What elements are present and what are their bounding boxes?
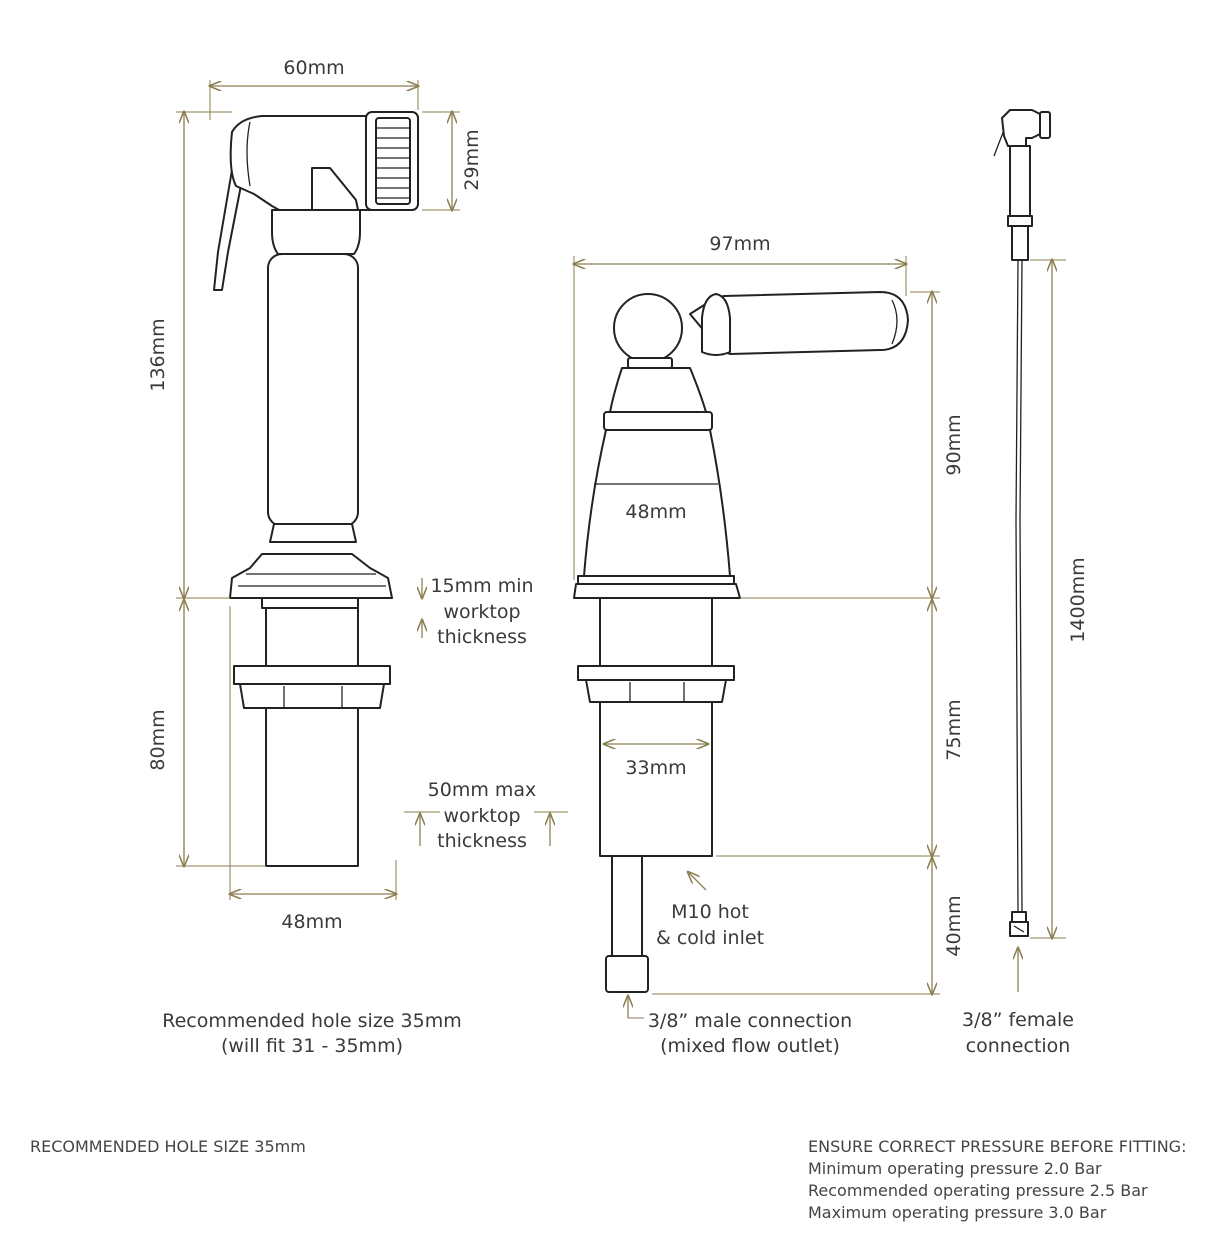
valve-dimensions: 97mm 90mm 75mm 40mm 48mm 33mm [574,233,965,1019]
dim-40mm: 40mm [943,895,965,956]
note-min-worktop-1: 15mm min [430,575,533,597]
hose-dimensions: 1400mm [1018,260,1089,992]
dim-97mm: 97mm [709,233,770,255]
note-male-connection-1: 3/8” male connection [648,1010,852,1032]
dim-1400mm: 1400mm [1067,557,1089,642]
note-female-connection-1: 3/8” female [962,1009,1074,1031]
dim-80mm: 80mm [147,709,169,770]
dim-48mm-flange: 48mm [281,911,342,933]
footer-pressure-title: ENSURE CORRECT PRESSURE BEFORE FITTING: [808,1137,1186,1156]
dim-60mm: 60mm [283,57,344,79]
note-max-worktop-2: worktop [443,805,520,827]
sprayer-dimensions: 60mm 29mm 136mm 80mm 48mm [147,57,568,933]
note-min-worktop-3: thickness [437,626,527,648]
valve-drawing [573,291,909,993]
dim-48mm-body: 48mm [625,501,686,523]
nozzle-knurling [376,127,410,199]
note-female-connection-2: connection [966,1035,1071,1057]
dim-29mm: 29mm [461,129,483,190]
note-max-worktop-3: thickness [437,830,527,852]
footer-hole-size: RECOMMENDED HOLE SIZE 35mm [30,1137,306,1156]
dim-90mm: 90mm [943,414,965,475]
footer-pressure-recommended: Recommended operating pressure 2.5 Bar [808,1181,1148,1200]
dim-33mm: 33mm [625,757,686,779]
note-hole-size-2: (will fit 31 - 35mm) [221,1035,403,1057]
dim-75mm: 75mm [943,699,965,760]
note-inlet-1: M10 hot [671,901,749,923]
note-max-worktop-1: 50mm max [428,779,537,801]
footer-pressure-max: Maximum operating pressure 3.0 Bar [808,1203,1107,1222]
dim-136mm: 136mm [147,318,169,391]
note-male-connection-2: (mixed flow outlet) [660,1035,840,1057]
note-inlet-2: & cold inlet [656,927,764,949]
footer-pressure-min: Minimum operating pressure 2.0 Bar [808,1159,1102,1178]
note-min-worktop-2: worktop [443,601,520,623]
notes: 15mm min worktop thickness 50mm max work… [162,575,1074,1057]
hose-drawing [993,109,1051,937]
footer: RECOMMENDED HOLE SIZE 35mm ENSURE CORREC… [30,1137,1186,1222]
note-hole-size-1: Recommended hole size 35mm [162,1010,461,1032]
sprayer-drawing [213,111,419,867]
